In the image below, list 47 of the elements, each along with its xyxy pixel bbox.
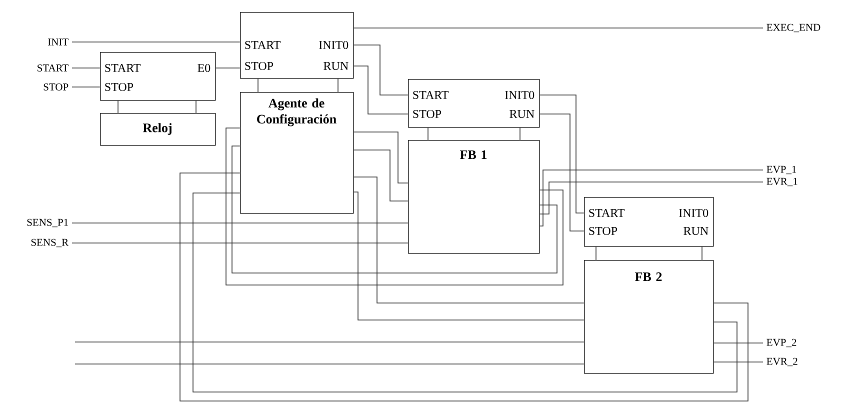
port-label: RUN xyxy=(510,110,534,118)
port-label: START xyxy=(413,90,449,100)
connection-line xyxy=(353,132,408,184)
signal-label: EVR_2 xyxy=(766,358,798,366)
port-label: START xyxy=(589,208,625,218)
port-label: RUN xyxy=(324,62,348,70)
connection-line xyxy=(232,146,558,274)
connection-line xyxy=(180,172,748,402)
connection-line xyxy=(353,66,408,114)
signal-label: SENS_P1 xyxy=(27,218,68,228)
block-title: Agente de Configuración xyxy=(257,98,336,126)
port-label: STOP xyxy=(105,82,134,92)
port-label: START xyxy=(245,40,281,50)
port-label: INIT0 xyxy=(505,90,534,100)
signal-label: START xyxy=(38,64,68,72)
signal-label: EVR_1 xyxy=(766,178,798,186)
signal-label: STOP xyxy=(44,83,68,91)
connection-line xyxy=(539,182,764,214)
port-label: STOP xyxy=(413,110,442,118)
connection-line xyxy=(353,150,408,202)
signal-label: SENS_R xyxy=(31,238,69,248)
connection-line xyxy=(713,342,764,344)
port-label: STOP xyxy=(245,62,274,70)
connection-line xyxy=(72,222,408,224)
port-label: RUN xyxy=(684,227,708,235)
connection-line xyxy=(353,192,584,320)
connection-line xyxy=(539,170,764,226)
port-label: START xyxy=(105,64,141,72)
port-label: STOP xyxy=(589,226,618,236)
port-label: INIT0 xyxy=(679,208,708,218)
signal-label: EVP_2 xyxy=(766,338,796,348)
block-title: Reloj xyxy=(142,123,172,135)
port-label: E0 xyxy=(198,64,210,72)
connection-line xyxy=(72,86,100,88)
signal-label: EXEC_END xyxy=(766,24,820,32)
block-title: FB 2 xyxy=(635,272,662,282)
signal-label: EVP_1 xyxy=(766,166,796,174)
connection-line xyxy=(353,176,584,304)
connection-line xyxy=(192,192,738,392)
signal-label: INIT xyxy=(48,38,68,46)
connection-line xyxy=(226,128,564,286)
block-title: FB 1 xyxy=(460,150,487,159)
connection-line xyxy=(72,242,408,244)
connection-line xyxy=(539,114,584,232)
connection-line xyxy=(539,94,584,214)
port-label: INIT0 xyxy=(319,40,348,50)
connection-line xyxy=(353,44,408,96)
